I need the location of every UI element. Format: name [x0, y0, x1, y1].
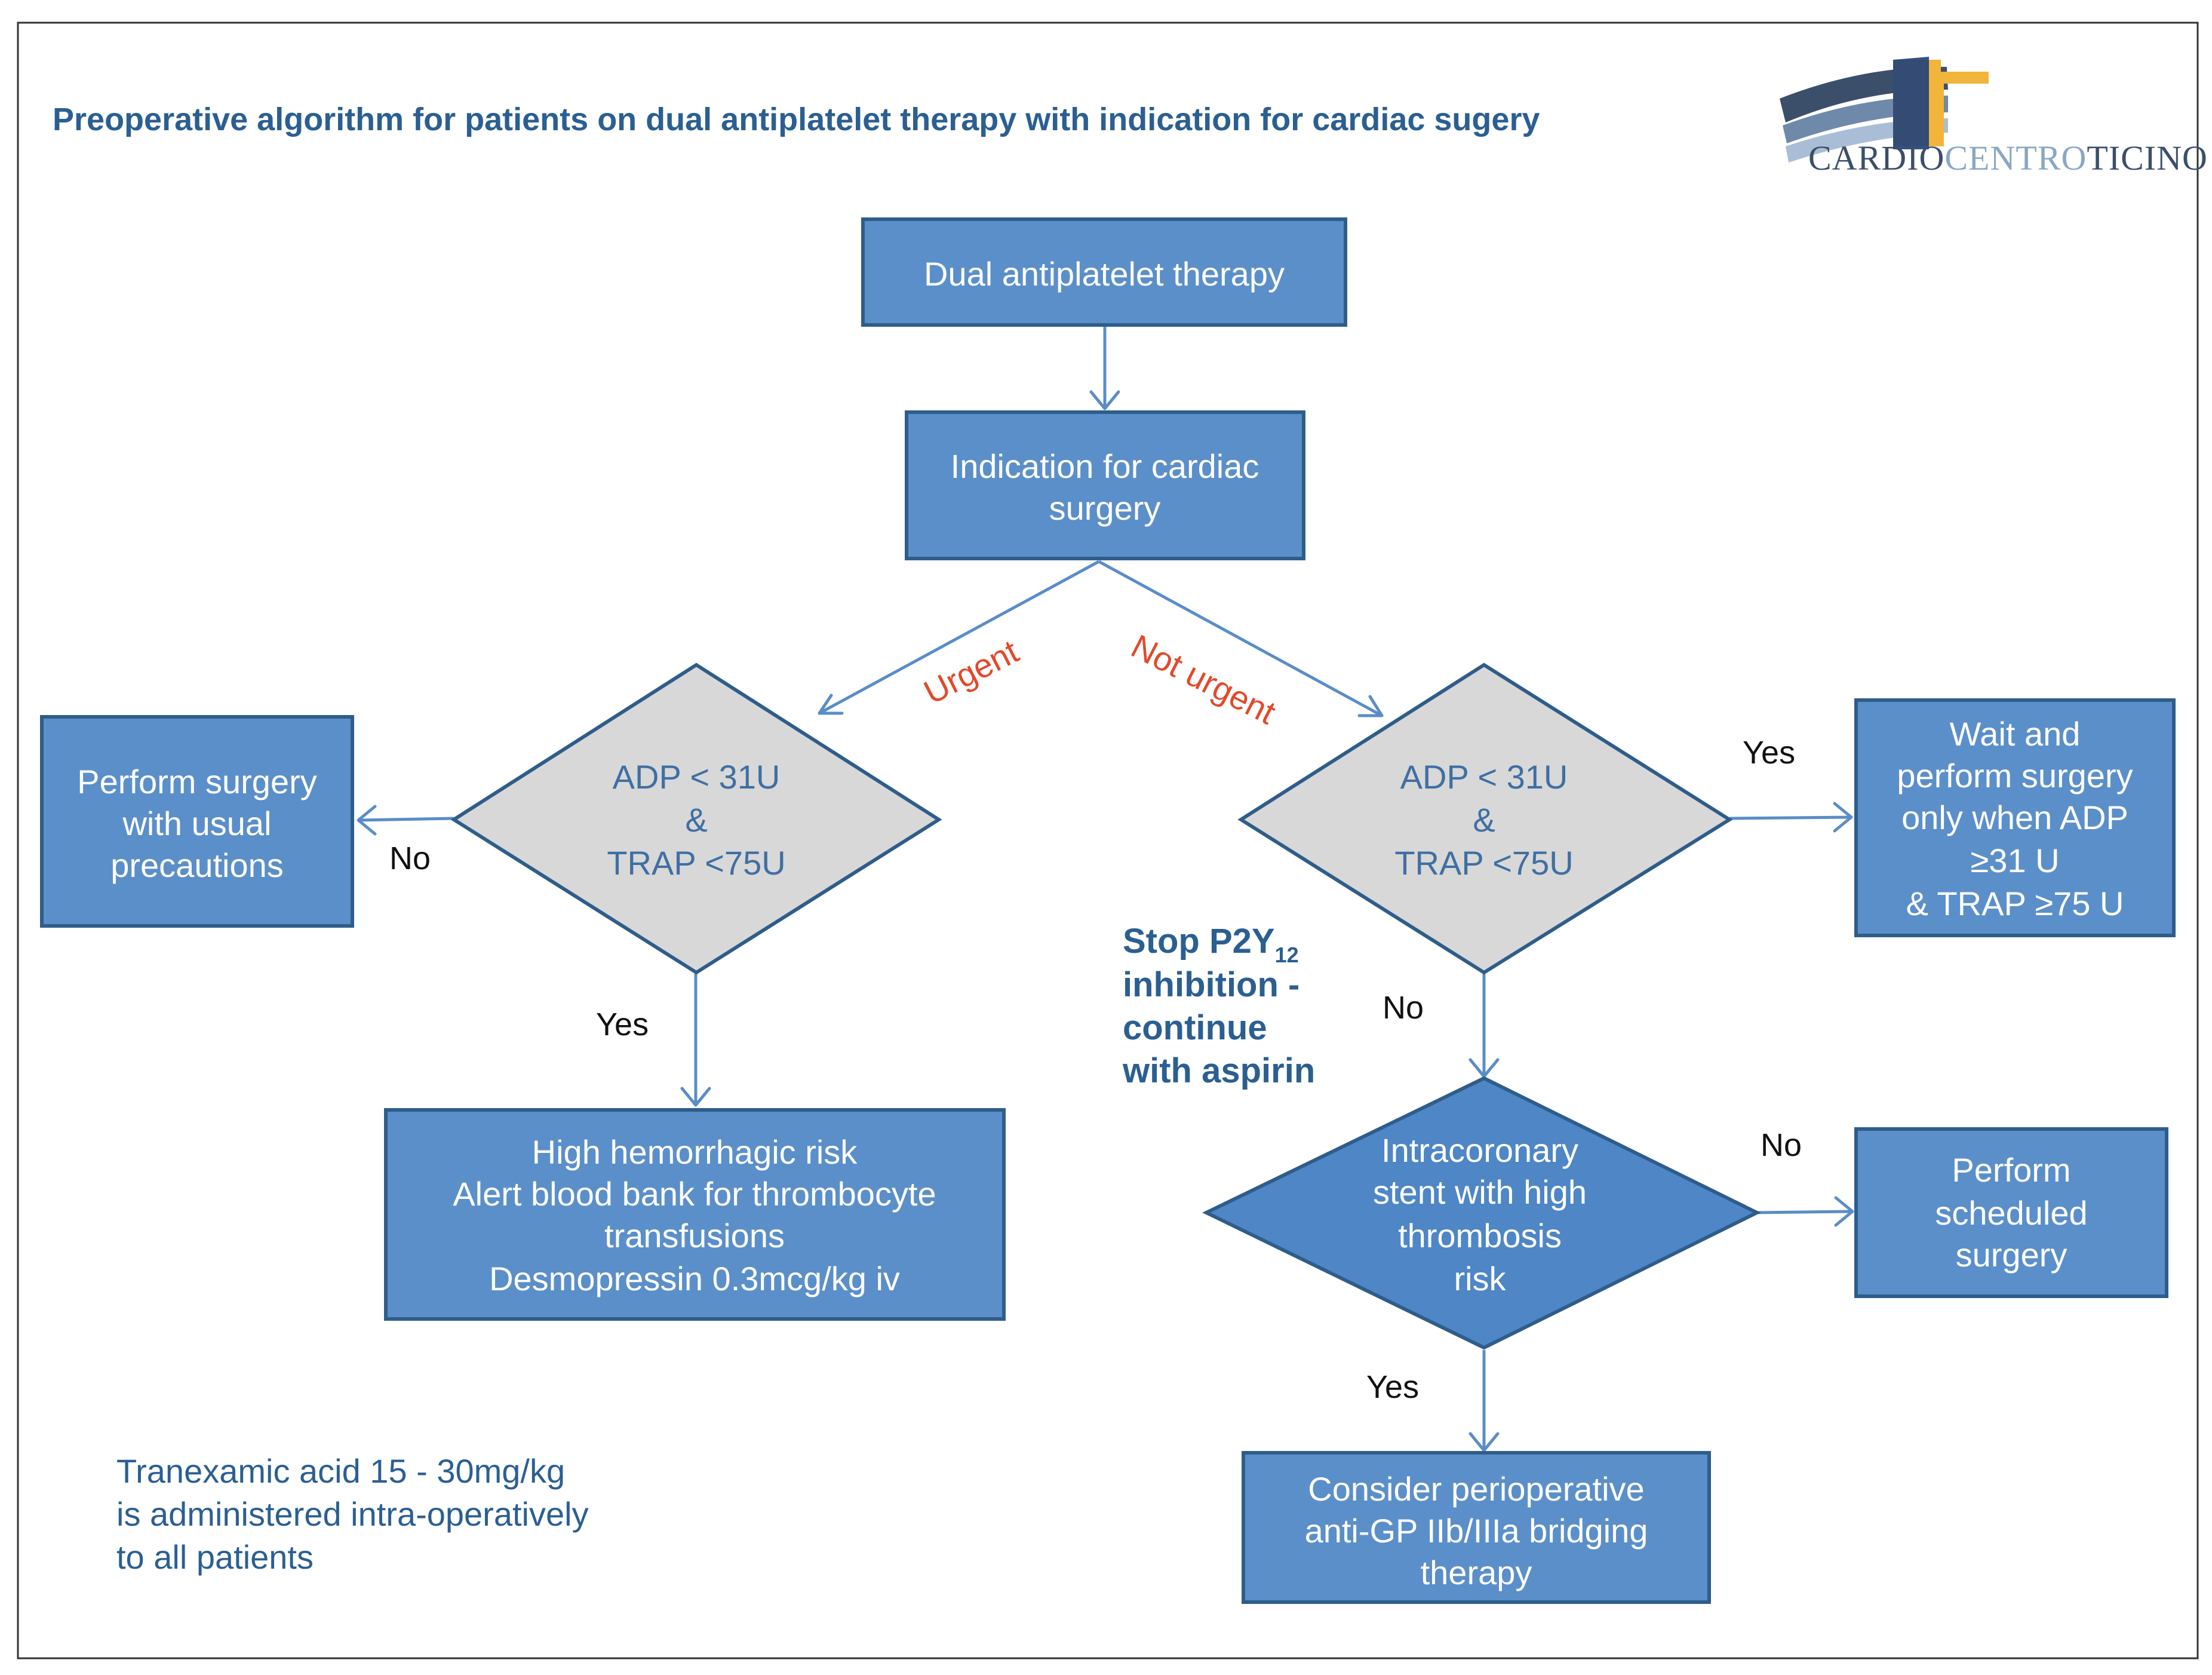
stop-note-subscript: 12 — [1275, 943, 1299, 967]
arrowhead-right-yes — [1833, 802, 1853, 833]
node-high-risk-box — [384, 1108, 1006, 1321]
decision-stent-line4: risk — [1454, 1260, 1506, 1297]
node-high-risk-line4: Desmopressin 0.3mcg/kg iv — [489, 1260, 900, 1297]
arrowhead-not-urgent — [1357, 695, 1384, 717]
node-perform-usual-line2: with usual — [122, 805, 271, 842]
edge-label-urgent: Urgent — [918, 632, 1025, 711]
node-high-risk-line1: High hemorrhagic risk — [532, 1133, 858, 1171]
stop-p2y12-note: Stop P2Y12 inhibition - continue with as… — [1122, 922, 1315, 1090]
node-indication-box — [905, 410, 1305, 560]
arrow-right-yes — [1729, 815, 1852, 820]
node-dual-box — [861, 217, 1347, 327]
node-perform-usual-line1: Perform surgery — [77, 763, 317, 800]
logo-part2: CENTRO — [1944, 139, 2087, 177]
decision-left-diamond — [450, 662, 942, 975]
node-wait-line2: perform surgery — [1897, 757, 2133, 794]
node-scheduled-box — [1854, 1127, 2168, 1298]
arrowhead-indication — [1089, 390, 1120, 410]
node-perform-usual-box — [40, 715, 354, 928]
node-indication-line2: surgery — [1049, 489, 1161, 527]
node-perform-usual-line3: precautions — [110, 846, 284, 884]
node-wait: Wait and perform surgery only when ADP ≥… — [1854, 698, 2176, 937]
node-high-risk-line2: Alert blood bank for thrombocyte — [453, 1175, 936, 1213]
decision-right-line3: TRAP <75U — [1394, 844, 1573, 882]
arrow-left-no — [358, 817, 454, 822]
edge-label-right-yes: Yes — [1743, 735, 1795, 771]
decision-left: ADP < 31U & TRAP <75U — [450, 662, 942, 975]
edge-label-left-yes: Yes — [596, 1007, 649, 1042]
page-title: Preoperative algorithm for patients on d… — [53, 102, 1540, 137]
footnote-line3: to all patients — [116, 1538, 314, 1576]
logo-wordmark: CARDIOCENTROTICINO — [1808, 139, 2208, 177]
decision-left-line2: & — [685, 801, 707, 839]
node-wait-box — [1854, 698, 2176, 937]
node-wait-line5: & TRAP ≥75 U — [1906, 885, 2124, 922]
node-bridging: Consider perioperative anti-GP IIb/IIIa … — [1242, 1451, 1711, 1604]
node-scheduled-line1: Perform — [1952, 1151, 2070, 1189]
node-indication: Indication for cardiac surgery — [905, 410, 1305, 560]
arrow-urgent — [818, 560, 1100, 715]
decision-stent-line3: thrombosis — [1398, 1217, 1562, 1254]
arrowhead-left-yes — [680, 1087, 711, 1107]
slide-frame — [17, 22, 2199, 1659]
arrowhead-stent-no — [1834, 1196, 1854, 1227]
decision-stent-line2: stent with high — [1373, 1173, 1587, 1211]
node-dual-antiplatelet: Dual antiplatelet therapy — [861, 217, 1347, 327]
node-bridging-line1: Consider perioperative — [1308, 1470, 1644, 1508]
edge-label-left-no: No — [389, 840, 431, 876]
node-scheduled: Perform scheduled surgery — [1854, 1127, 2168, 1298]
arrowhead-stent-yes — [1468, 1432, 1500, 1452]
node-wait-line1: Wait and — [1950, 715, 2081, 753]
connectors — [357, 325, 1854, 1452]
stop-note-line2: inhibition - — [1123, 965, 1299, 1004]
footnote-line2: is administered intra-operatively — [116, 1495, 589, 1533]
node-scheduled-line2: scheduled — [1935, 1194, 2087, 1232]
node-bridging-line3: therapy — [1421, 1554, 1532, 1591]
logo-part3: TICINO — [2087, 139, 2208, 177]
decision-left-line3: TRAP <75U — [607, 844, 785, 882]
edge-label-not-urgent: Not urgent — [1126, 627, 1282, 732]
decision-right-diamond — [1237, 662, 1733, 975]
arrow-not-urgent — [1098, 560, 1383, 717]
node-bridging-line2: anti-GP IIb/IIIa bridging — [1305, 1512, 1648, 1550]
stop-note-line4: with aspirin — [1122, 1051, 1315, 1090]
node-high-risk-line3: transfusions — [604, 1217, 785, 1254]
stop-note-line1: Stop P2Y12 — [1123, 922, 1299, 967]
node-perform-usual: Perform surgery with usual precautions — [40, 715, 354, 928]
decision-stent: Intracoronary stent with high thrombosis… — [1202, 1076, 1761, 1350]
stop-note-line3: continue — [1123, 1008, 1267, 1047]
decision-right: ADP < 31U & TRAP <75U — [1237, 662, 1733, 975]
decision-right-line1: ADP < 31U — [1400, 758, 1568, 796]
node-dual-label: Dual antiplatelet therapy — [924, 255, 1285, 293]
logo-building-shadow — [1893, 57, 1929, 149]
arrowhead-urgent — [818, 694, 844, 715]
node-bridging-box — [1242, 1451, 1711, 1604]
stop-note-main: Stop P2Y — [1123, 922, 1275, 961]
edge-label-right-no: No — [1382, 990, 1424, 1026]
node-high-risk: High hemorrhagic risk Alert blood bank f… — [384, 1108, 1006, 1321]
logo-part1: CARDIO — [1808, 139, 1944, 177]
footnote-line1: Tranexamic acid 15 - 30mg/kg — [116, 1452, 565, 1490]
node-indication-line1: Indication for cardiac — [951, 447, 1259, 485]
arrow-stent-no — [1755, 1210, 1853, 1214]
footnote: Tranexamic acid 15 - 30mg/kg is administ… — [116, 1452, 589, 1576]
edge-label-stent-yes: Yes — [1366, 1369, 1419, 1405]
cardiocentro-logo: CARDIOCENTROTICINO — [1780, 57, 2208, 177]
decision-stent-line1: Intracoronary — [1381, 1131, 1578, 1169]
node-wait-line3: only when ADP — [1901, 799, 2128, 836]
decision-right-line2: & — [1473, 801, 1495, 839]
node-wait-line4: ≥31 U — [1970, 842, 2059, 879]
edge-label-stent-no: No — [1761, 1127, 1802, 1163]
decision-left-line1: ADP < 31U — [613, 758, 781, 796]
decision-stent-diamond — [1202, 1076, 1761, 1350]
arrowhead-left-no — [357, 805, 377, 836]
node-scheduled-line3: surgery — [1956, 1236, 2067, 1274]
